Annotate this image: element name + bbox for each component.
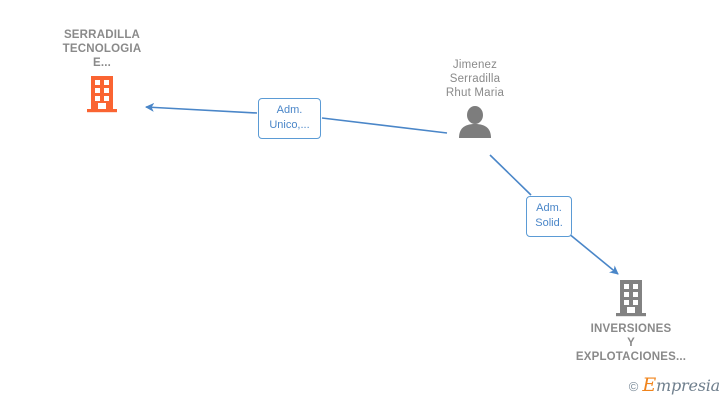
building-icon[interactable] [85,74,119,114]
edge-person-to-company-2-top [489,154,532,196]
node-person-jimenez[interactable]: Jimenez Serradilla Rhut Maria [405,58,545,138]
node-person-label: Jimenez Serradilla Rhut Maria [445,59,505,99]
brand-initial: E [642,374,656,396]
node-company-inversiones[interactable]: INVERSIONES Y EXPLOTACIONES... [552,278,710,364]
node-company-2-label: INVERSIONES Y EXPLOTACIONES... [575,323,687,363]
edge-label-adm-solid[interactable]: Adm. Solid. [526,196,572,237]
empresia-watermark: © Empresia [629,374,720,396]
brand-name: mpresia [656,376,720,395]
node-company-serradilla[interactable]: SERRADILLA TECNOLOGIA E... [22,28,182,114]
edge-label-adm-unico[interactable]: Adm. Unico,... [258,98,321,139]
building-icon-wrap-2[interactable] [552,278,710,318]
building-icon[interactable] [614,278,648,318]
copyright-icon: © [628,379,639,394]
person-icon[interactable] [456,106,494,138]
brand-logo: Empresia [642,374,720,396]
node-company-1-label: SERRADILLA TECNOLOGIA E... [62,29,142,69]
building-icon-wrap[interactable] [22,74,182,114]
person-icon-wrap[interactable] [405,106,545,138]
edge-person-to-company-2-bottom [567,232,619,275]
